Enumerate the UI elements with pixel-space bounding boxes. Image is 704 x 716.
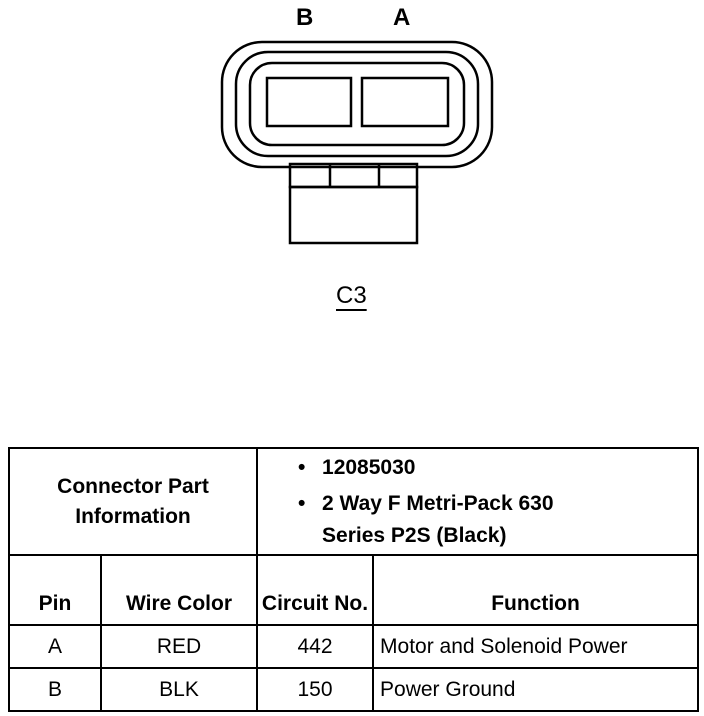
header-pin: Pin xyxy=(8,554,102,626)
part-description: 2 Way F Metri-Pack 630 Series P2S (Black… xyxy=(322,491,554,547)
wire-color-cell: RED xyxy=(99,624,259,669)
table-row: A RED 442 Motor and Solenoid Power xyxy=(8,624,700,669)
part-info-item: • 12085030 xyxy=(298,452,697,484)
terminal-cavity-b xyxy=(265,76,353,128)
connector-housing-seal xyxy=(248,61,466,147)
table-row: B BLK 150 Power Ground xyxy=(8,667,700,712)
function-cell: Power Ground xyxy=(372,667,700,712)
terminal-cavity-a xyxy=(360,76,450,128)
connector-wire-boot xyxy=(288,185,419,245)
header-circuit: Circuit No. xyxy=(256,554,375,626)
connector-drawing xyxy=(220,40,494,245)
pin-b-label: B xyxy=(296,4,314,31)
bullet-icon: • xyxy=(298,455,306,479)
part-info-label: Connector Part Information xyxy=(7,447,259,556)
pin-a-label: A xyxy=(393,4,411,31)
part-info-list: • 12085030 • 2 Way F Metri-Pack 630 Seri… xyxy=(256,447,700,556)
bullet-icon: • xyxy=(298,491,306,515)
connector-housing-inner xyxy=(234,50,480,158)
header-function: Function xyxy=(372,554,700,626)
connector-info-table: Connector Part Information • 12085030 • … xyxy=(7,447,700,712)
circuit-cell: 150 xyxy=(256,667,375,712)
connector-name: C3 xyxy=(336,282,367,309)
wire-color-cell: BLK xyxy=(99,667,259,712)
pin-cell: A xyxy=(8,624,102,669)
connector-housing-outer xyxy=(220,40,494,169)
function-cell: Motor and Solenoid Power xyxy=(372,624,700,669)
part-number: 12085030 xyxy=(322,455,416,479)
header-wire-color: Wire Color xyxy=(99,554,259,626)
circuit-cell: 442 xyxy=(256,624,375,669)
part-info-item: • 2 Way F Metri-Pack 630 Series P2S (Bla… xyxy=(298,488,697,552)
pin-cell: B xyxy=(8,667,102,712)
